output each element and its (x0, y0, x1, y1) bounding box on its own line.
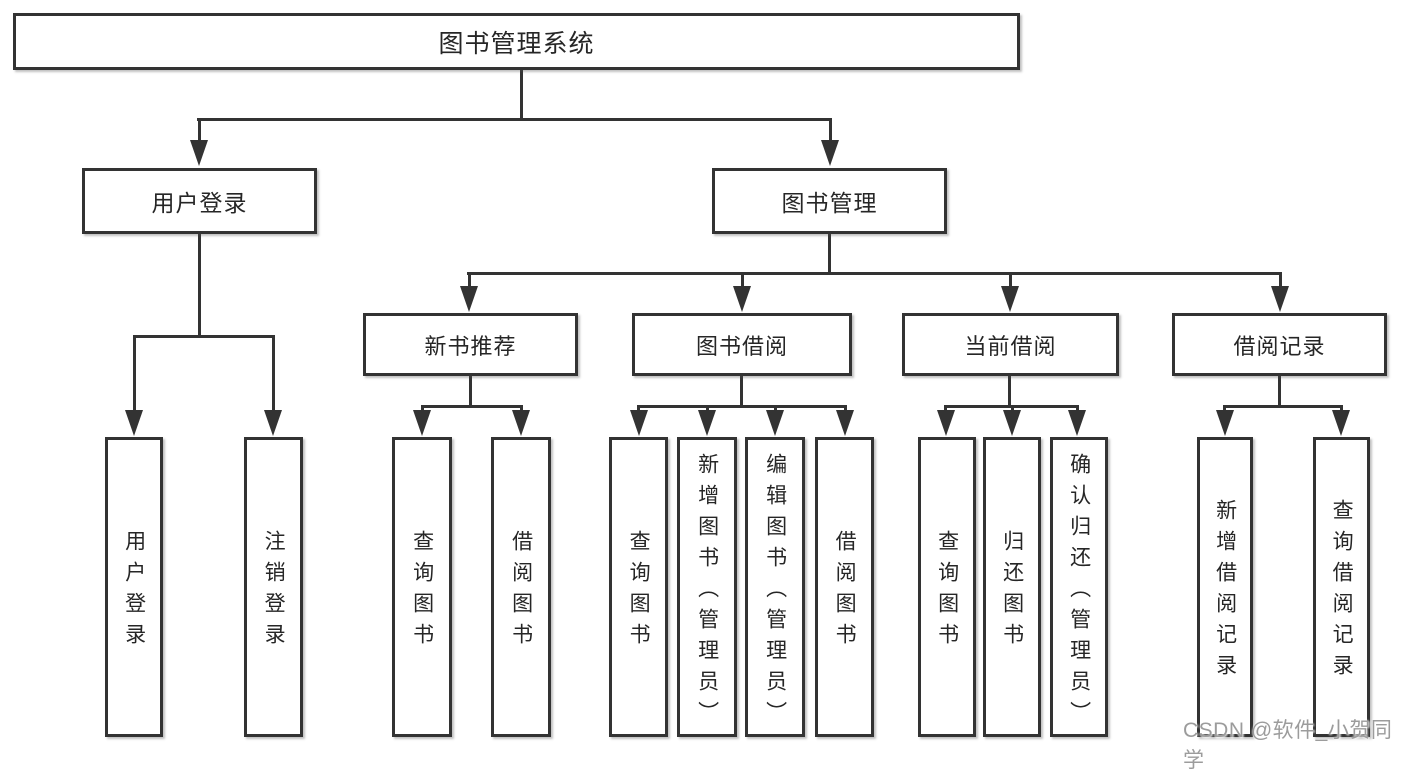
node-leaf-cb-return-books: 归还图书 (983, 437, 1041, 737)
arrowhead-down (733, 286, 751, 312)
connector-book-borrow-bus (637, 405, 847, 408)
node-user-login-label: 用户登录 (151, 190, 248, 216)
node-leaf-bb-borrow-books: 借阅图书 (815, 437, 874, 737)
connector-stem (741, 272, 744, 290)
watermark: CSDN @软件_小贺同学 (1183, 719, 1393, 772)
node-leaf-cb-return-books-label: 归还图书 (1000, 530, 1024, 654)
connector-book-borrow-drop (740, 376, 743, 405)
arrowhead-down (460, 286, 478, 312)
connector-stem (1076, 405, 1079, 413)
node-leaf-nb-search-books: 查询图书 (392, 437, 452, 737)
node-leaf-bb-search-books: 查询图书 (609, 437, 668, 737)
connector-stem (1279, 272, 1282, 290)
arrowhead-down (630, 410, 648, 436)
node-leaf-bb-search-books-label: 查询图书 (627, 530, 651, 654)
node-leaf-br-search-record-label: 查询借阅记录 (1330, 499, 1354, 685)
arrowhead-down (1216, 410, 1234, 436)
connector-root-bus (197, 118, 832, 121)
connector-stem (198, 118, 201, 144)
arrowhead-down (1271, 286, 1289, 312)
node-current-borrowing-label: 当前借阅 (964, 333, 1057, 359)
connector-stem (520, 405, 523, 413)
connector-user-login-bus (133, 335, 275, 338)
connector-stem (844, 405, 847, 413)
node-leaf-bb-add-books-admin: 新增图书（管理员） (677, 437, 737, 737)
arrowhead-down (937, 410, 955, 436)
node-leaf-cb-confirm-return-admin-label: 确认归还（管理员） (1067, 452, 1091, 732)
node-borrow-records-label: 借阅记录 (1233, 333, 1326, 359)
node-leaf-nb-borrow-books: 借阅图书 (491, 437, 551, 737)
node-leaf-user-login-label: 用户登录 (122, 530, 146, 654)
connector-new-books-bus (421, 405, 523, 408)
connector-records-drop (1278, 376, 1281, 405)
node-book-borrowing: 图书借阅 (632, 313, 852, 376)
arrowhead-down (1001, 286, 1019, 312)
arrowhead-down (413, 410, 431, 436)
connector-stem (421, 405, 424, 413)
node-book-management-label: 图书管理 (781, 190, 878, 216)
arrowhead-down (1068, 410, 1086, 436)
node-new-book-recommend: 新书推荐 (363, 313, 578, 376)
node-leaf-user-login: 用户登录 (105, 437, 163, 737)
node-leaf-br-add-record-label: 新增借阅记录 (1213, 499, 1237, 685)
node-leaf-br-search-record: 查询借阅记录 (1313, 437, 1370, 737)
arrowhead-down (836, 410, 854, 436)
node-leaf-bb-edit-books-admin-label: 编辑图书（管理员） (763, 452, 787, 732)
library-system-org-chart: 图书管理系统 用户登录 图书管理 新书推荐 图书借阅 当前借阅 借阅记录 用户登… (13, 13, 1392, 772)
connector-stem (272, 335, 275, 412)
arrowhead-down (512, 410, 530, 436)
connector-stem (706, 405, 709, 413)
node-leaf-cb-search-books: 查询图书 (918, 437, 976, 737)
connector-stem (468, 272, 471, 290)
connector-stem (1011, 405, 1014, 413)
arrowhead-down (766, 410, 784, 436)
arrowhead-down (698, 410, 716, 436)
connector-current-borrow-drop (1008, 376, 1011, 405)
connector-stem (774, 405, 777, 413)
node-leaf-bb-borrow-books-label: 借阅图书 (833, 530, 857, 654)
node-borrow-records: 借阅记录 (1172, 313, 1387, 376)
node-book-borrowing-label: 图书借阅 (695, 333, 788, 359)
node-leaf-cb-search-books-label: 查询图书 (935, 530, 959, 654)
connector-user-login-drop (198, 234, 201, 336)
connector-book-mgmt-drop (828, 234, 831, 272)
arrowhead-down (821, 140, 839, 166)
connector-stem (133, 335, 136, 412)
arrowhead-down (125, 410, 143, 436)
arrowhead-down (1332, 410, 1350, 436)
connector-stem (829, 118, 832, 144)
node-leaf-bb-edit-books-admin: 编辑图书（管理员） (745, 437, 805, 737)
node-root-label: 图书管理系统 (438, 29, 595, 58)
connector-stem (1340, 405, 1343, 413)
node-user-login: 用户登录 (82, 168, 317, 234)
arrowhead-down (264, 410, 282, 436)
node-leaf-bb-add-books-admin-label: 新增图书（管理员） (695, 452, 719, 732)
connector-root-drop (520, 70, 523, 118)
arrowhead-down (190, 140, 208, 166)
node-leaf-nb-search-books-label: 查询图书 (410, 530, 434, 654)
node-leaf-cb-confirm-return-admin: 确认归还（管理员） (1050, 437, 1108, 737)
connector-book-mgmt-bus (467, 272, 1282, 275)
connector-records-bus (1223, 405, 1343, 408)
node-leaf-nb-borrow-books-label: 借阅图书 (509, 530, 533, 654)
node-book-management: 图书管理 (712, 168, 947, 234)
connector-stem (637, 405, 640, 413)
connector-stem (1009, 272, 1012, 290)
connector-stem (944, 405, 947, 413)
node-leaf-br-add-record: 新增借阅记录 (1197, 437, 1253, 737)
node-new-book-recommend-label: 新书推荐 (424, 333, 517, 359)
connector-stem (1223, 405, 1226, 413)
connector-new-books-drop (469, 376, 472, 405)
node-root: 图书管理系统 (13, 13, 1020, 70)
arrowhead-down (1003, 410, 1021, 436)
node-leaf-logout-label: 注销登录 (262, 530, 286, 654)
node-leaf-logout: 注销登录 (244, 437, 303, 737)
node-current-borrowing: 当前借阅 (902, 313, 1119, 376)
